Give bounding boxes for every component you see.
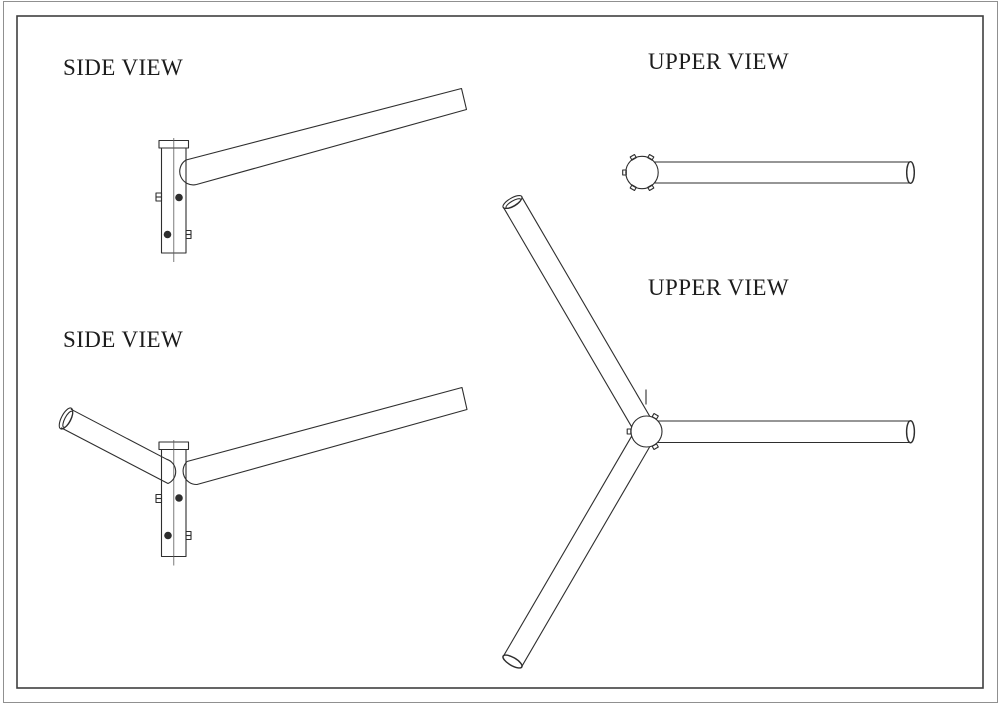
hub-circle	[630, 415, 663, 448]
side-view-label-1: SIDE VIEW	[63, 55, 184, 80]
bolt-hole-dot	[164, 531, 172, 540]
side-view-label-2: SIDE VIEW	[63, 327, 184, 352]
bolt-hole-dot	[175, 193, 183, 202]
hub-lug	[622, 169, 627, 176]
lower-left-tube-end-ellipse	[502, 654, 523, 669]
left-arm-tube	[60, 408, 177, 485]
upper-view-three-arm-drawing	[502, 194, 916, 669]
hub-lug	[629, 153, 637, 161]
left-arm-end-inner-ellipse	[62, 410, 74, 428]
upper-left-tube-edge	[502, 207, 633, 428]
hub-lug	[647, 153, 655, 161]
bolt-hole-dot	[163, 230, 172, 239]
hub-circle	[625, 155, 659, 190]
right-tube-end-ellipse	[905, 420, 916, 444]
upper-left-tube-end-inner-ellipse	[505, 198, 522, 209]
outer-frame	[3, 1, 998, 703]
right-arm-tube	[182, 386, 468, 486]
lower-left-tube-edge	[521, 446, 651, 668]
side-view-single-arm-drawing	[155, 87, 468, 262]
upper-left-tube-edge	[521, 196, 651, 417]
tube-end-ellipse	[905, 160, 916, 185]
upper-view-label-1: UPPER VIEW	[648, 49, 789, 74]
hub-lug	[626, 428, 632, 435]
inner-frame	[16, 15, 984, 689]
arm-tube	[179, 87, 468, 186]
hub-lug	[647, 184, 655, 192]
upper-view-label-2: UPPER VIEW	[648, 275, 789, 300]
bolt-hole-dot	[175, 494, 183, 502]
hub-lug	[629, 184, 637, 192]
hub-lug	[651, 412, 659, 420]
upper-view-single-arm-drawing	[622, 153, 916, 192]
lower-left-tube-edge	[502, 435, 633, 657]
hub-lug	[651, 443, 659, 451]
side-view-two-arm-drawing	[58, 386, 468, 566]
